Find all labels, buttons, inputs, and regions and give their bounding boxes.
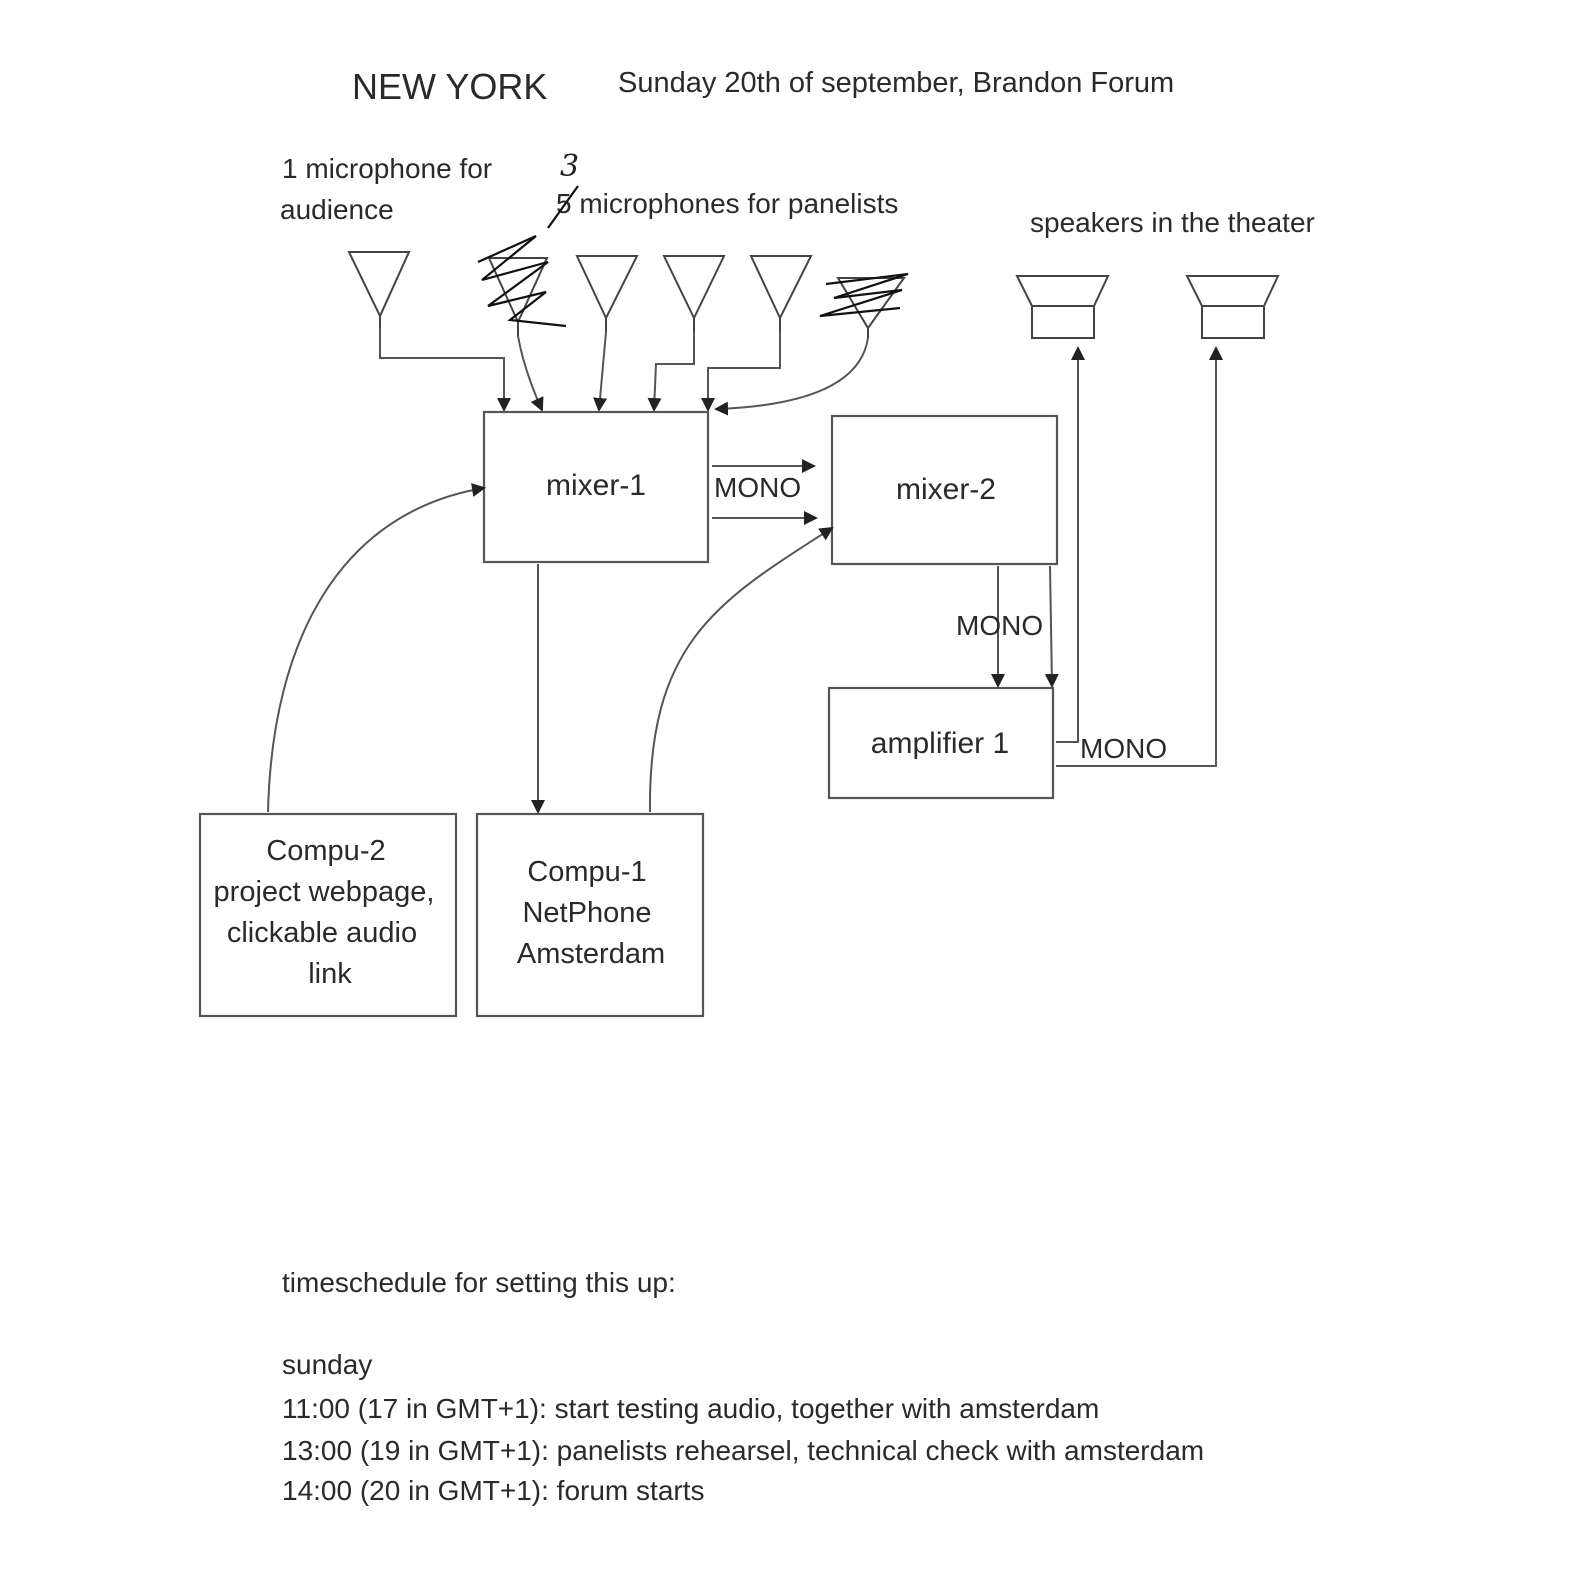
microphone-icon [347, 251, 411, 328]
speaker-icon [1015, 275, 1110, 339]
mixer-1-box: mixer-1 [482, 410, 710, 564]
scribble-mark [477, 234, 567, 328]
microphone-icon [662, 255, 726, 332]
audience-mic-label: 1 microphone for audience [280, 153, 500, 225]
mixer-1-label: mixer-1 [546, 469, 646, 502]
mono-label: MONO [956, 610, 1043, 641]
compu-2-label: Compu-2 project webpage, clickable audio… [214, 835, 443, 990]
panelist-mics-correction: 3 [560, 149, 579, 184]
mixer-2-label: mixer-2 [896, 473, 996, 506]
amplifier-1-box: amplifier 1 [827, 686, 1055, 800]
schedule-item: 13:00 (19 in GMT+1): panelists rehearsel… [282, 1435, 1204, 1466]
mic-wires [379, 328, 869, 416]
event-subtitle: Sunday 20th of september, Brandon Forum [618, 67, 1174, 99]
compu-1-box: Compu-1 NetPhone Amsterdam [475, 812, 705, 1018]
scribble-mark [819, 272, 909, 318]
schedule-item: 14:00 (20 in GMT+1): forum starts [282, 1475, 705, 1506]
speakers-label: speakers in the theater [1030, 207, 1315, 238]
mono-label: MONO [1080, 733, 1167, 764]
panelist-mics-label: 5 microphones for panelists [556, 188, 898, 219]
amplifier-1-label: amplifier 1 [871, 727, 1009, 760]
city-title: NEW YORK [352, 66, 547, 107]
microphone-icons [347, 251, 906, 338]
compu-1-label: Compu-1 NetPhone Amsterdam [517, 856, 665, 970]
compu-2-box: Compu-2 project webpage, clickable audio… [198, 812, 458, 1018]
connections [267, 346, 1223, 814]
microphone-icon [749, 255, 813, 332]
strike-through-mark [547, 185, 579, 229]
speaker-icon [1185, 275, 1280, 339]
mixer-2-box: mixer-2 [830, 414, 1059, 566]
schedule-heading: timeschedule for setting this up: [282, 1267, 676, 1298]
mono-label: MONO [714, 472, 801, 503]
microphone-icon [575, 255, 639, 332]
schedule-day: sunday [282, 1349, 372, 1380]
schedule-item: 11:00 (17 in GMT+1): start testing audio… [282, 1393, 1099, 1424]
microphone-icon [487, 257, 549, 336]
